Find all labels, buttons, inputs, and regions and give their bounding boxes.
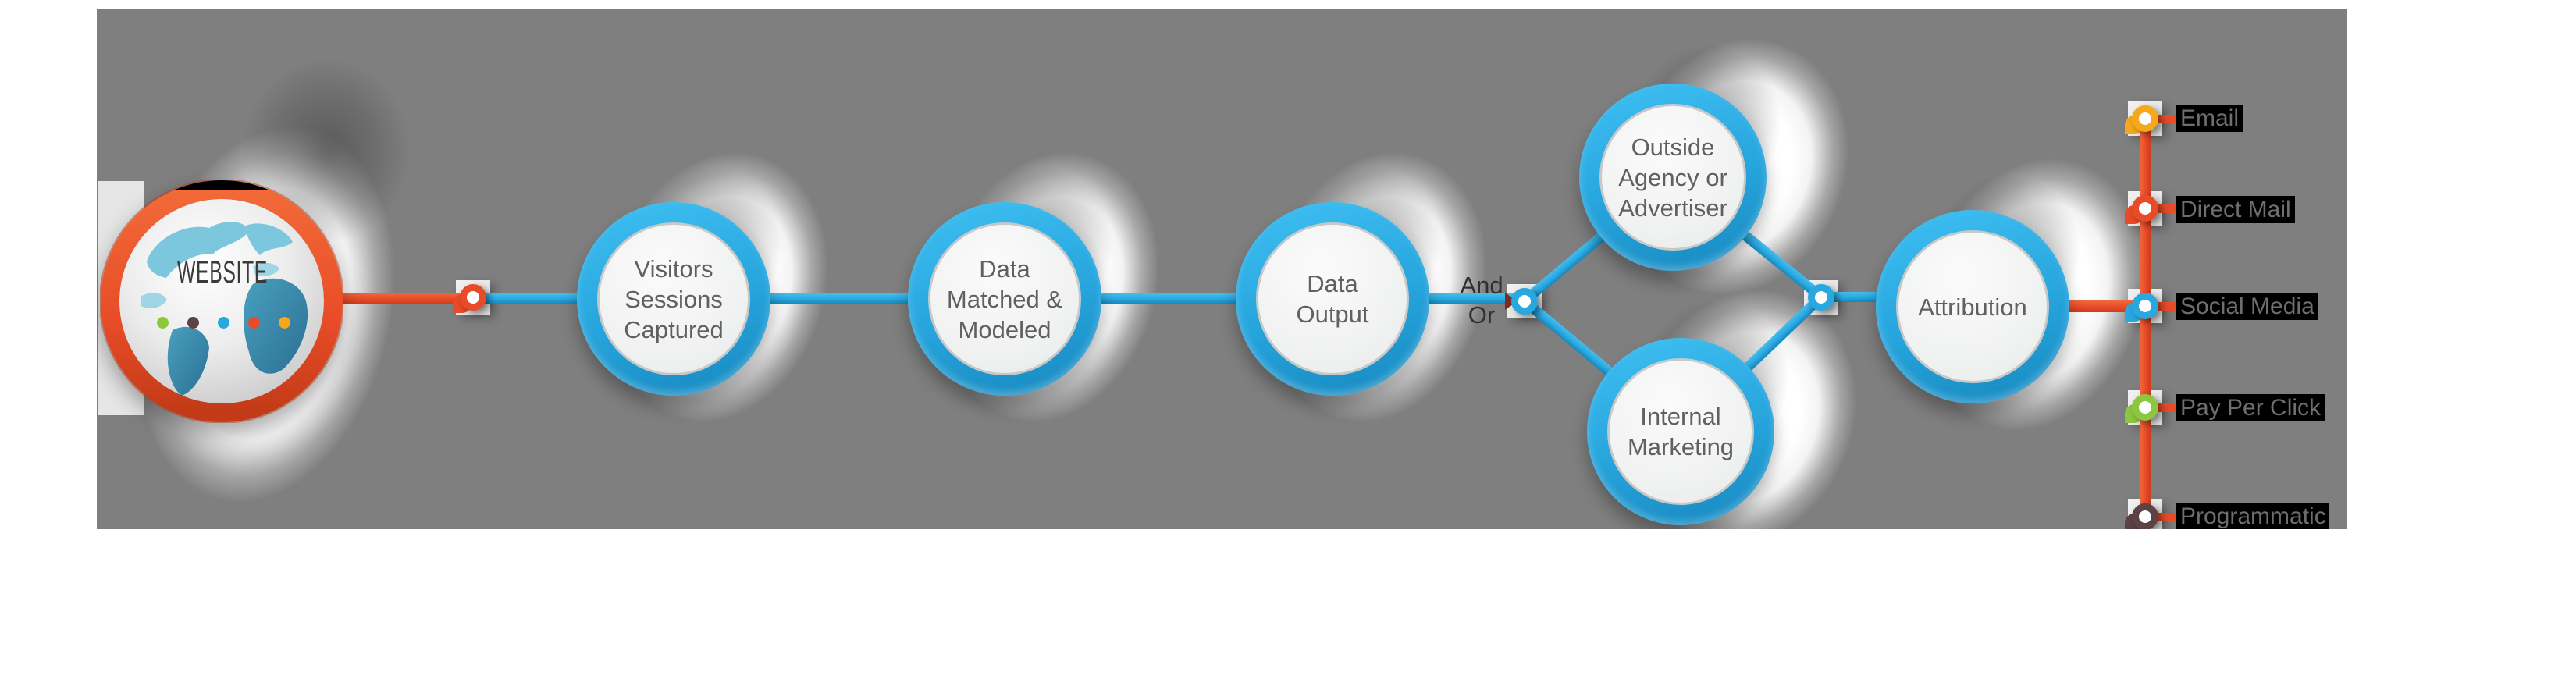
junction-node-globe — [460, 284, 486, 311]
step-circle-visitors: Visitors Sessions Captured — [577, 202, 770, 396]
channel-tick-direct-mail — [2151, 204, 2183, 213]
channel-node-direct-mail — [2132, 195, 2158, 222]
step-circle-attribution: Attribution — [1876, 210, 2069, 403]
channel-label-pay-per-click: Pay Per Click — [2176, 394, 2325, 421]
globe-dot-red — [248, 317, 260, 329]
channel-label-programmatic: Programmatic — [2176, 503, 2330, 529]
channel-node-email — [2132, 105, 2158, 132]
junction-node-merge — [1808, 284, 1834, 311]
step-label: Internal Marketing — [1627, 403, 1735, 460]
website-label: WEBSITE — [177, 255, 268, 290]
channel-node-social-media — [2132, 293, 2158, 319]
channel-label-email: Email — [2176, 105, 2243, 132]
junction-node-andor — [1511, 288, 1538, 315]
channel-tick-pay-per-click — [2151, 403, 2183, 412]
globe-dot-brown — [187, 317, 199, 329]
globe-dot-green — [157, 317, 169, 329]
flow-line-attribution-to-rail — [2045, 300, 2145, 312]
world-map — [99, 179, 344, 424]
channel-label-social-media: Social Media — [2176, 293, 2318, 320]
globe — [99, 179, 344, 424]
step-label: Outside Agency or Advertiser — [1618, 133, 1727, 222]
step-circle-agency: Outside Agency or Advertiser — [1579, 84, 1767, 271]
channel-tick-social-media — [2151, 302, 2183, 311]
globe-dot-blue — [218, 317, 229, 329]
step-circle-matched: Data Matched & Modeled — [908, 202, 1101, 396]
step-circle-internal: Internal Marketing — [1587, 338, 1774, 525]
slide-canvas: WEBSITE Visitors Sessions Captured Data … — [97, 9, 2347, 529]
channel-node-programmatic — [2132, 503, 2158, 529]
channel-label-direct-mail: Direct Mail — [2176, 196, 2295, 223]
step-label: Data Output — [1296, 270, 1369, 328]
globe-dot-yellow — [279, 317, 290, 329]
channel-tick-email — [2151, 115, 2183, 123]
step-label: Visitors Sessions Captured — [624, 254, 724, 343]
step-label: Data Matched & Modeled — [946, 254, 1063, 343]
channel-node-pay-per-click — [2132, 394, 2158, 421]
channel-tick-programmatic — [2151, 513, 2183, 521]
step-circle-output: Data Output — [1236, 202, 1429, 396]
step-label: Attribution — [1918, 293, 2027, 321]
and-or-label: And Or — [1460, 272, 1503, 329]
